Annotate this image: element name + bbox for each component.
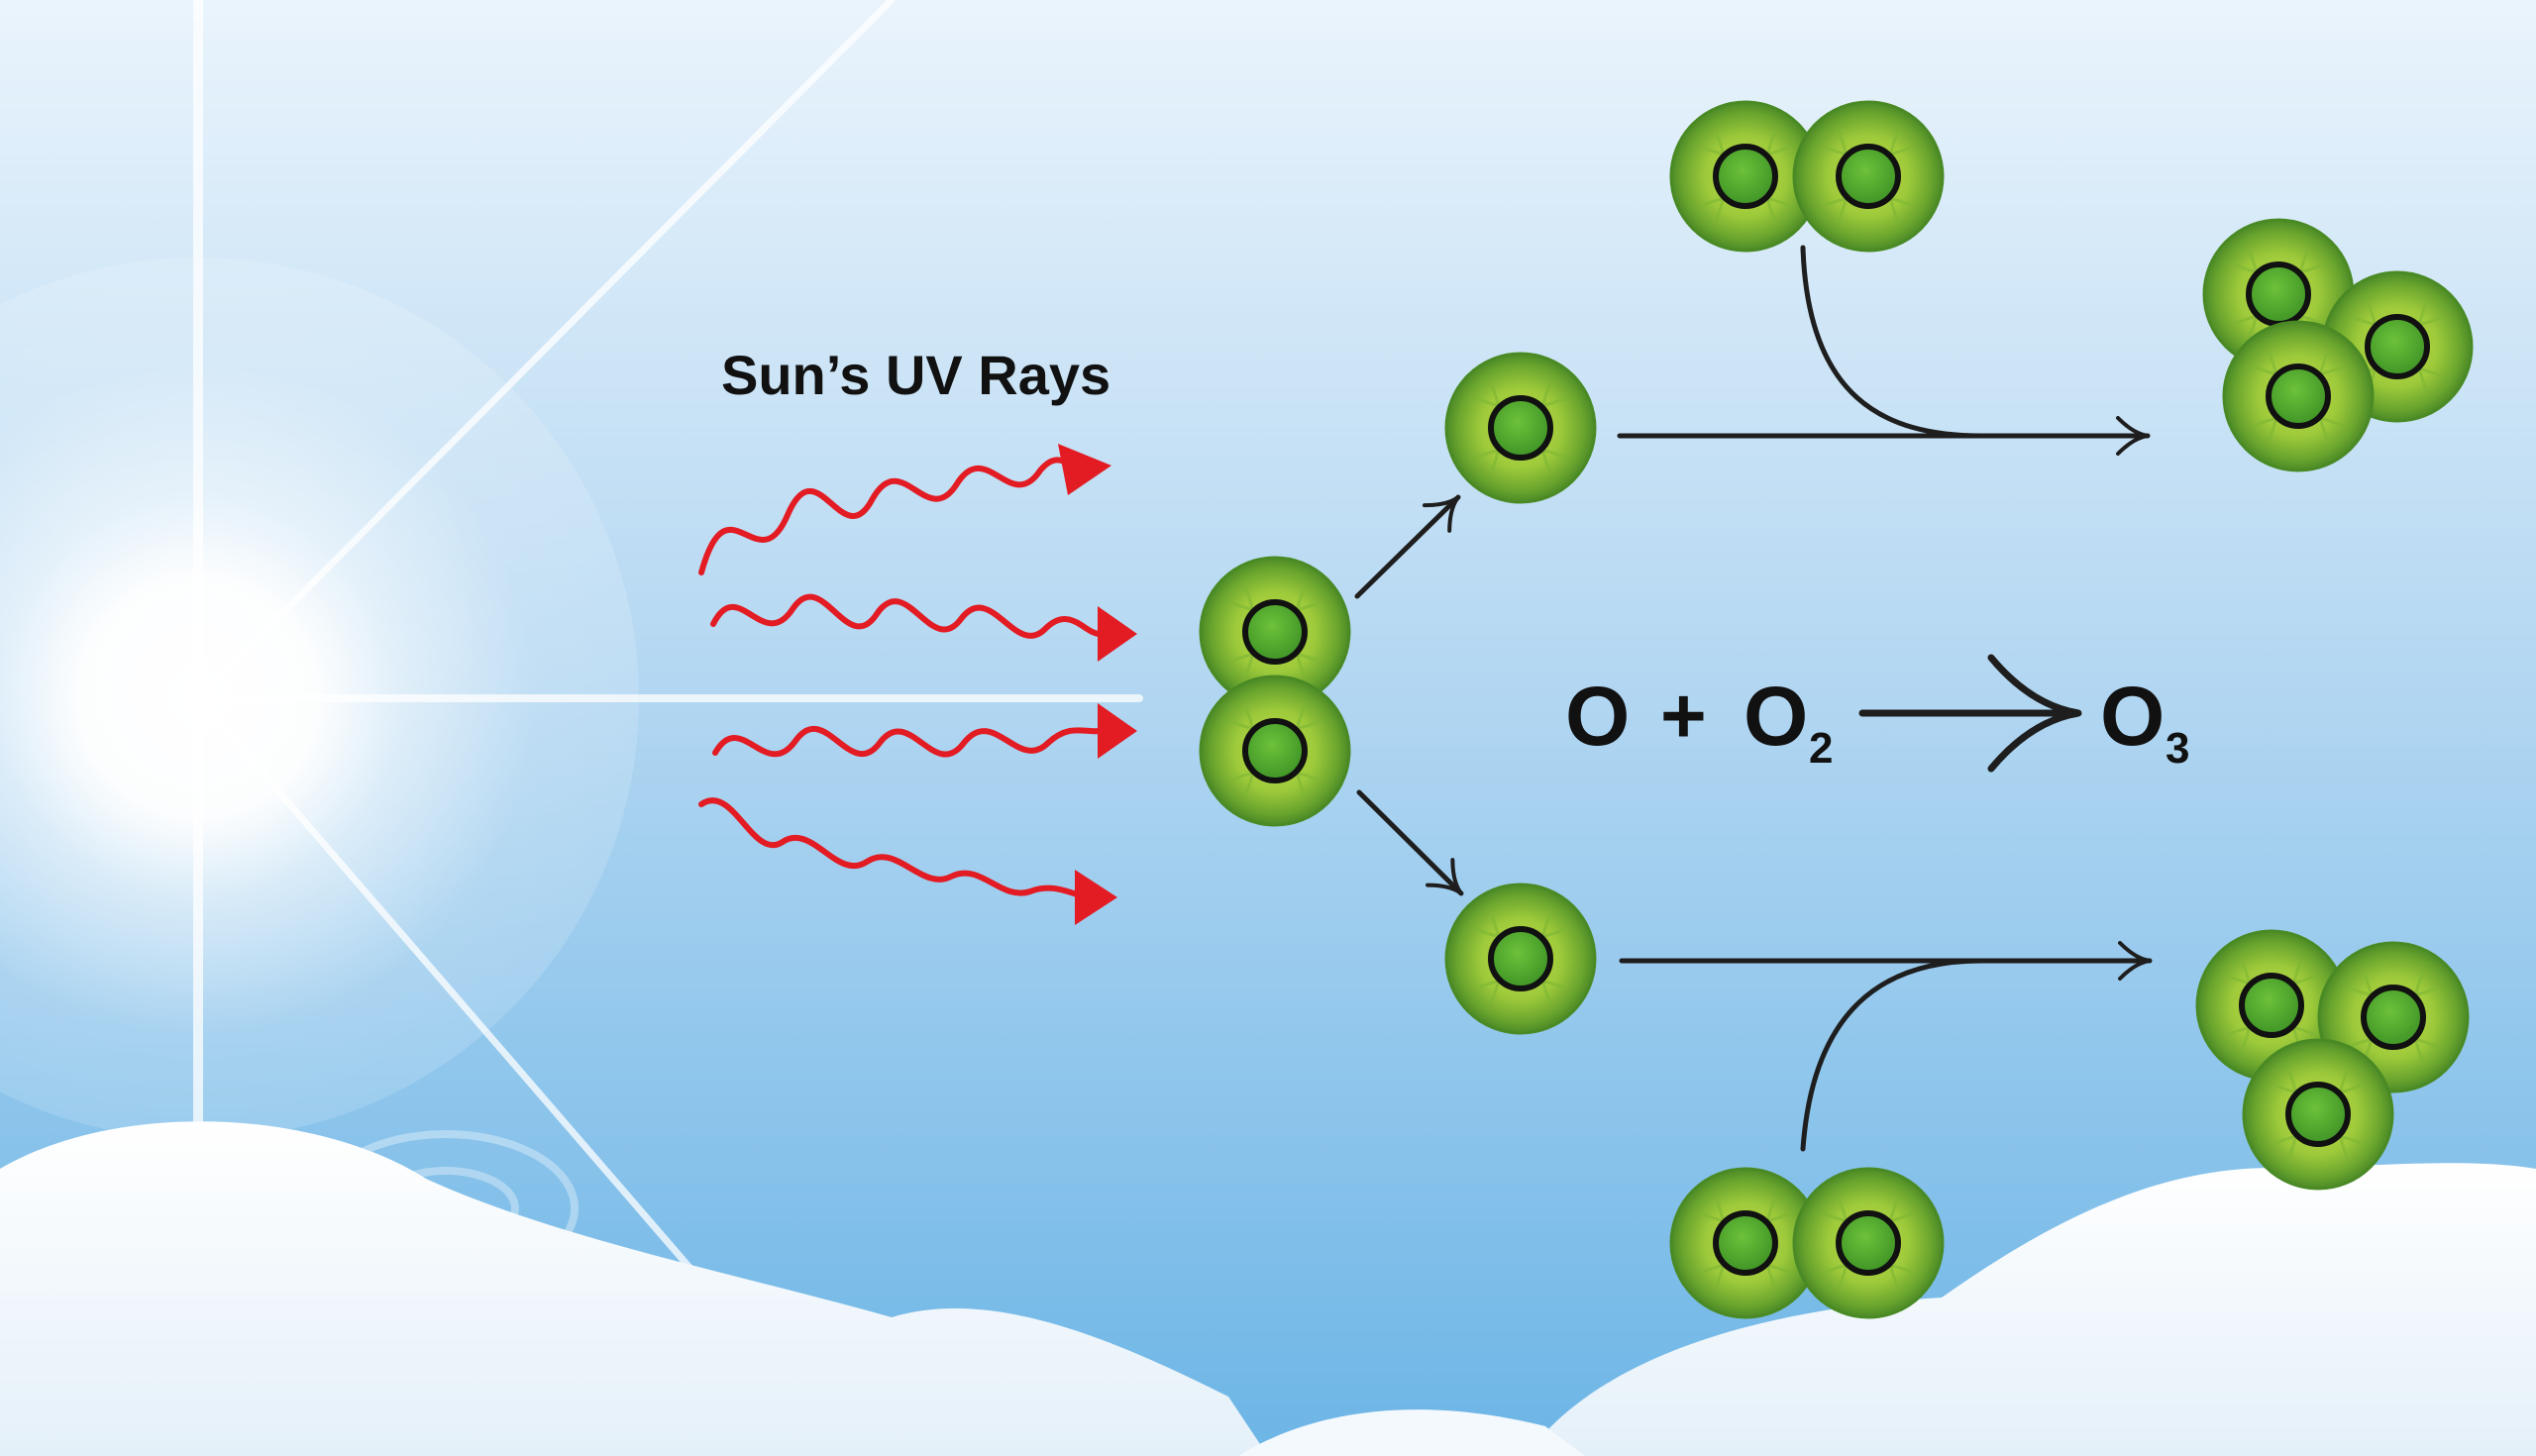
reaction-arrow-bottom (1619, 941, 2153, 1152)
equation-atom: O (1565, 670, 1630, 763)
equation-molecule: O (1744, 670, 1808, 763)
equation-product: O (2100, 670, 2165, 763)
equation-plus: + (1660, 672, 1707, 760)
ray-arrowheads (1058, 444, 1137, 925)
split-arrows (1354, 494, 1464, 896)
sun-icon (0, 0, 1143, 1456)
cloud-icon (0, 1121, 2536, 1456)
chemical-equation: O + O 2 O 3 (1565, 654, 2189, 773)
equation-product-subscript: 3 (2166, 724, 2189, 773)
reaction-arrow-icon (1617, 245, 2151, 456)
title-label: Sun’s UV Rays (721, 344, 1110, 406)
equation-molecule-subscript: 2 (1809, 724, 1833, 773)
equation-arrow-icon (1858, 654, 2082, 773)
wavy-uv-ray-arrow-icon (698, 457, 1103, 900)
